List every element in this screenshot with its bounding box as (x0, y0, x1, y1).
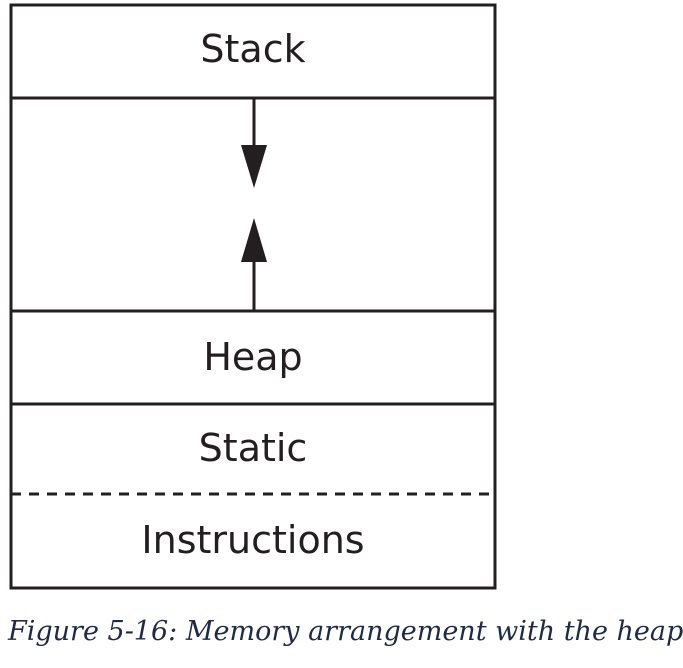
instructions-label: Instructions (141, 518, 364, 562)
stack-growth-arrowhead (241, 145, 267, 188)
heap-label: Heap (203, 335, 302, 379)
heap-growth-arrowhead (241, 218, 267, 262)
figure-caption: Figure 5-16: Memory arrangement with the… (8, 616, 683, 647)
memory-frame (9, 3, 497, 590)
stack-label: Stack (200, 27, 305, 71)
memory-layout-diagram: Stack Heap Static Instructions (9, 3, 497, 590)
static-label: Static (199, 426, 308, 470)
